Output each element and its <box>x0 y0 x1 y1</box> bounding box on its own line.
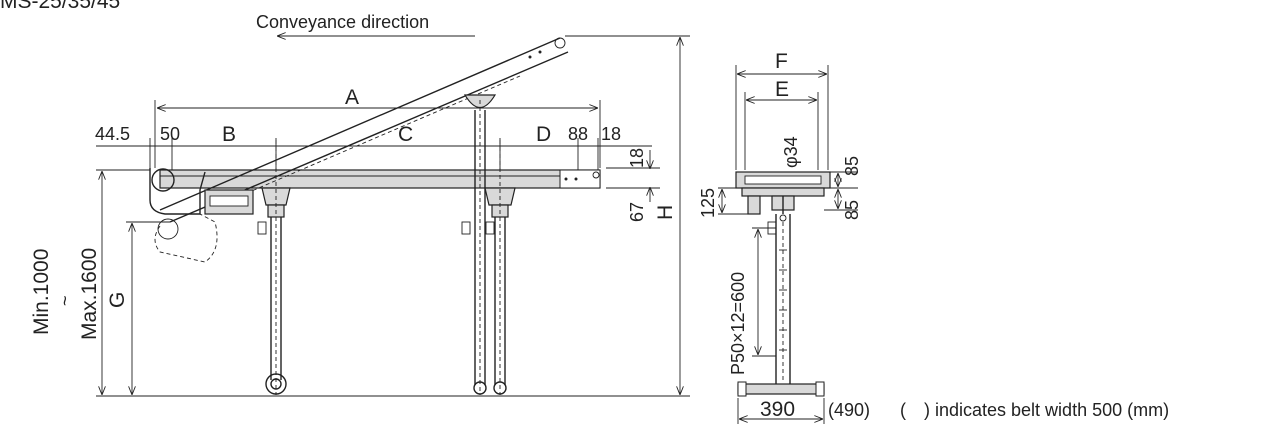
dim-E: E <box>775 78 789 101</box>
side-view: A 44.5 50 B C D 88 18 18 67 H G Min.1000 <box>30 35 690 397</box>
dim-490: (490) <box>828 400 870 420</box>
dim-50: 50 <box>160 124 180 144</box>
height-range-min: Min.1000 <box>30 249 53 335</box>
dim-88: 88 <box>568 124 588 144</box>
dim-85-b: 85 <box>842 200 862 220</box>
height-range-max: Max.1600 <box>78 248 101 340</box>
dim-B: B <box>222 123 236 146</box>
leg-2 <box>461 94 497 395</box>
pulley-left <box>151 168 175 192</box>
end-view-column <box>767 214 791 384</box>
dim-C: C <box>398 123 413 146</box>
dim-A: A <box>345 86 359 109</box>
dim-H: H <box>654 205 677 220</box>
leg-1 <box>257 140 291 395</box>
lowered-boom-outline <box>154 213 218 263</box>
model-label: MS-25/35/45 <box>0 0 120 13</box>
footnote-text: ( ) indicates belt width 500 (mm) <box>900 400 1169 420</box>
end-view: F E φ34 85 85 125 <box>698 50 862 424</box>
dim-D: D <box>536 123 551 146</box>
dim-67: 67 <box>627 202 647 222</box>
dim-G: G <box>106 292 129 308</box>
dim-phi34: φ34 <box>781 136 801 168</box>
dim-125: 125 <box>698 188 718 218</box>
dim-18-top: 18 <box>601 124 621 144</box>
dim-18-side: 18 <box>627 148 647 168</box>
dim-pitch: P50×12=600 <box>728 272 748 375</box>
dim-390: 390 <box>760 398 795 421</box>
height-range-sep: ~ <box>55 295 75 306</box>
base-foot <box>737 383 825 395</box>
conveyance-direction-label: Conveyance direction <box>256 12 429 32</box>
dim-F: F <box>775 50 788 73</box>
dim-85-a: 85 <box>842 156 862 176</box>
dim-44-5: 44.5 <box>95 124 130 144</box>
main-frame <box>159 169 601 189</box>
leg-3 <box>484 140 516 395</box>
